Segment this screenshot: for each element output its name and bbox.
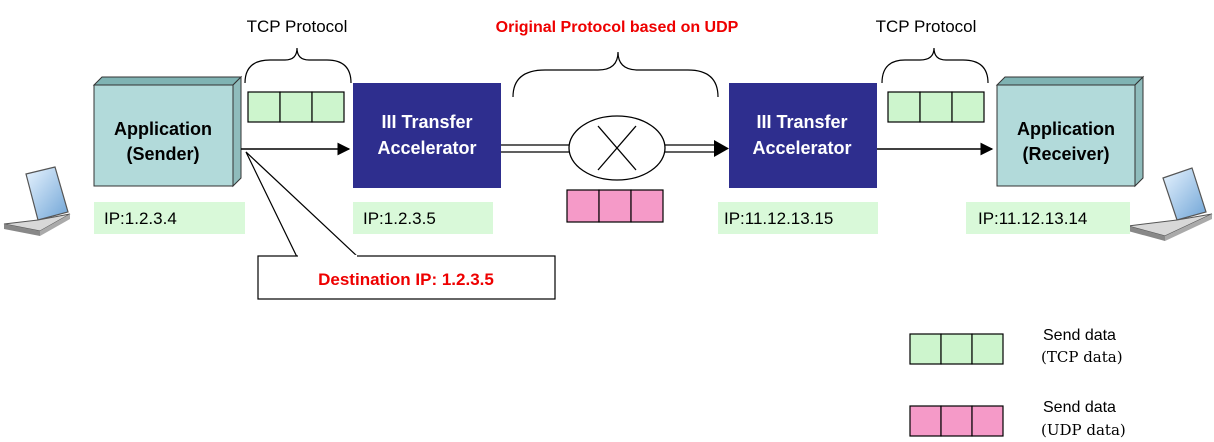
receiver-subtitle: (Receiver): [1022, 144, 1109, 164]
legend-udp-swatch: [909, 405, 1004, 437]
ip-receiver: IP:11.12.13.14: [978, 209, 1087, 228]
label-udp-protocol: Original Protocol based on UDP: [496, 19, 739, 36]
brace-tcp-left: [244, 47, 352, 84]
sender-subtitle: (Sender): [126, 144, 199, 164]
destination-callout: Destination IP: 1.2.3.5: [257, 254, 556, 300]
laptop-left-icon: [3, 166, 71, 236]
sender-title: Application: [114, 119, 212, 139]
receiver-title: Application: [1017, 119, 1115, 139]
laptop-right-icon: [1127, 167, 1213, 241]
tcp-packet-right: [887, 91, 985, 123]
legend: Send data (TCP data) Send data (UDP data…: [909, 327, 1126, 439]
router-icon: [568, 115, 666, 181]
accelerator-left-box: III Transfer Accelerator: [353, 83, 501, 188]
brace-tcp-right: [881, 47, 989, 84]
label-tcp-right: TCP Protocol: [876, 17, 977, 36]
brace-udp: [512, 51, 719, 98]
receiver-application-box: Application (Receiver): [995, 75, 1145, 188]
callout-pointer: [245, 151, 359, 258]
destination-ip-text: Destination IP: 1.2.3.5: [318, 270, 494, 289]
ip-sender: IP:1.2.3.4: [104, 209, 177, 228]
label-tcp-left: TCP Protocol: [247, 17, 348, 36]
legend-udp-label: Send data: [1043, 399, 1116, 416]
sender-application-box: Application (Sender): [92, 75, 243, 188]
ip-accelerator-left: IP:1.2.3.5: [363, 209, 436, 228]
legend-tcp-swatch: [909, 333, 1004, 365]
legend-tcp-sublabel: (TCP data): [1041, 348, 1123, 366]
accelerator-right-subtitle: Accelerator: [752, 138, 851, 158]
accelerator-left-title: III Transfer: [381, 112, 472, 132]
accelerator-left-subtitle: Accelerator: [377, 138, 476, 158]
accelerator-right-box: III Transfer Accelerator: [729, 83, 877, 188]
legend-udp-sublabel: (UDP data): [1041, 421, 1126, 439]
ip-accelerator-right: IP:11.12.13.15: [724, 209, 833, 228]
legend-tcp-label: Send data: [1043, 327, 1116, 344]
udp-packet: [566, 189, 664, 223]
udp-link: [501, 140, 729, 157]
tcp-packet-left: [247, 91, 345, 123]
accelerator-right-title: III Transfer: [756, 112, 847, 132]
